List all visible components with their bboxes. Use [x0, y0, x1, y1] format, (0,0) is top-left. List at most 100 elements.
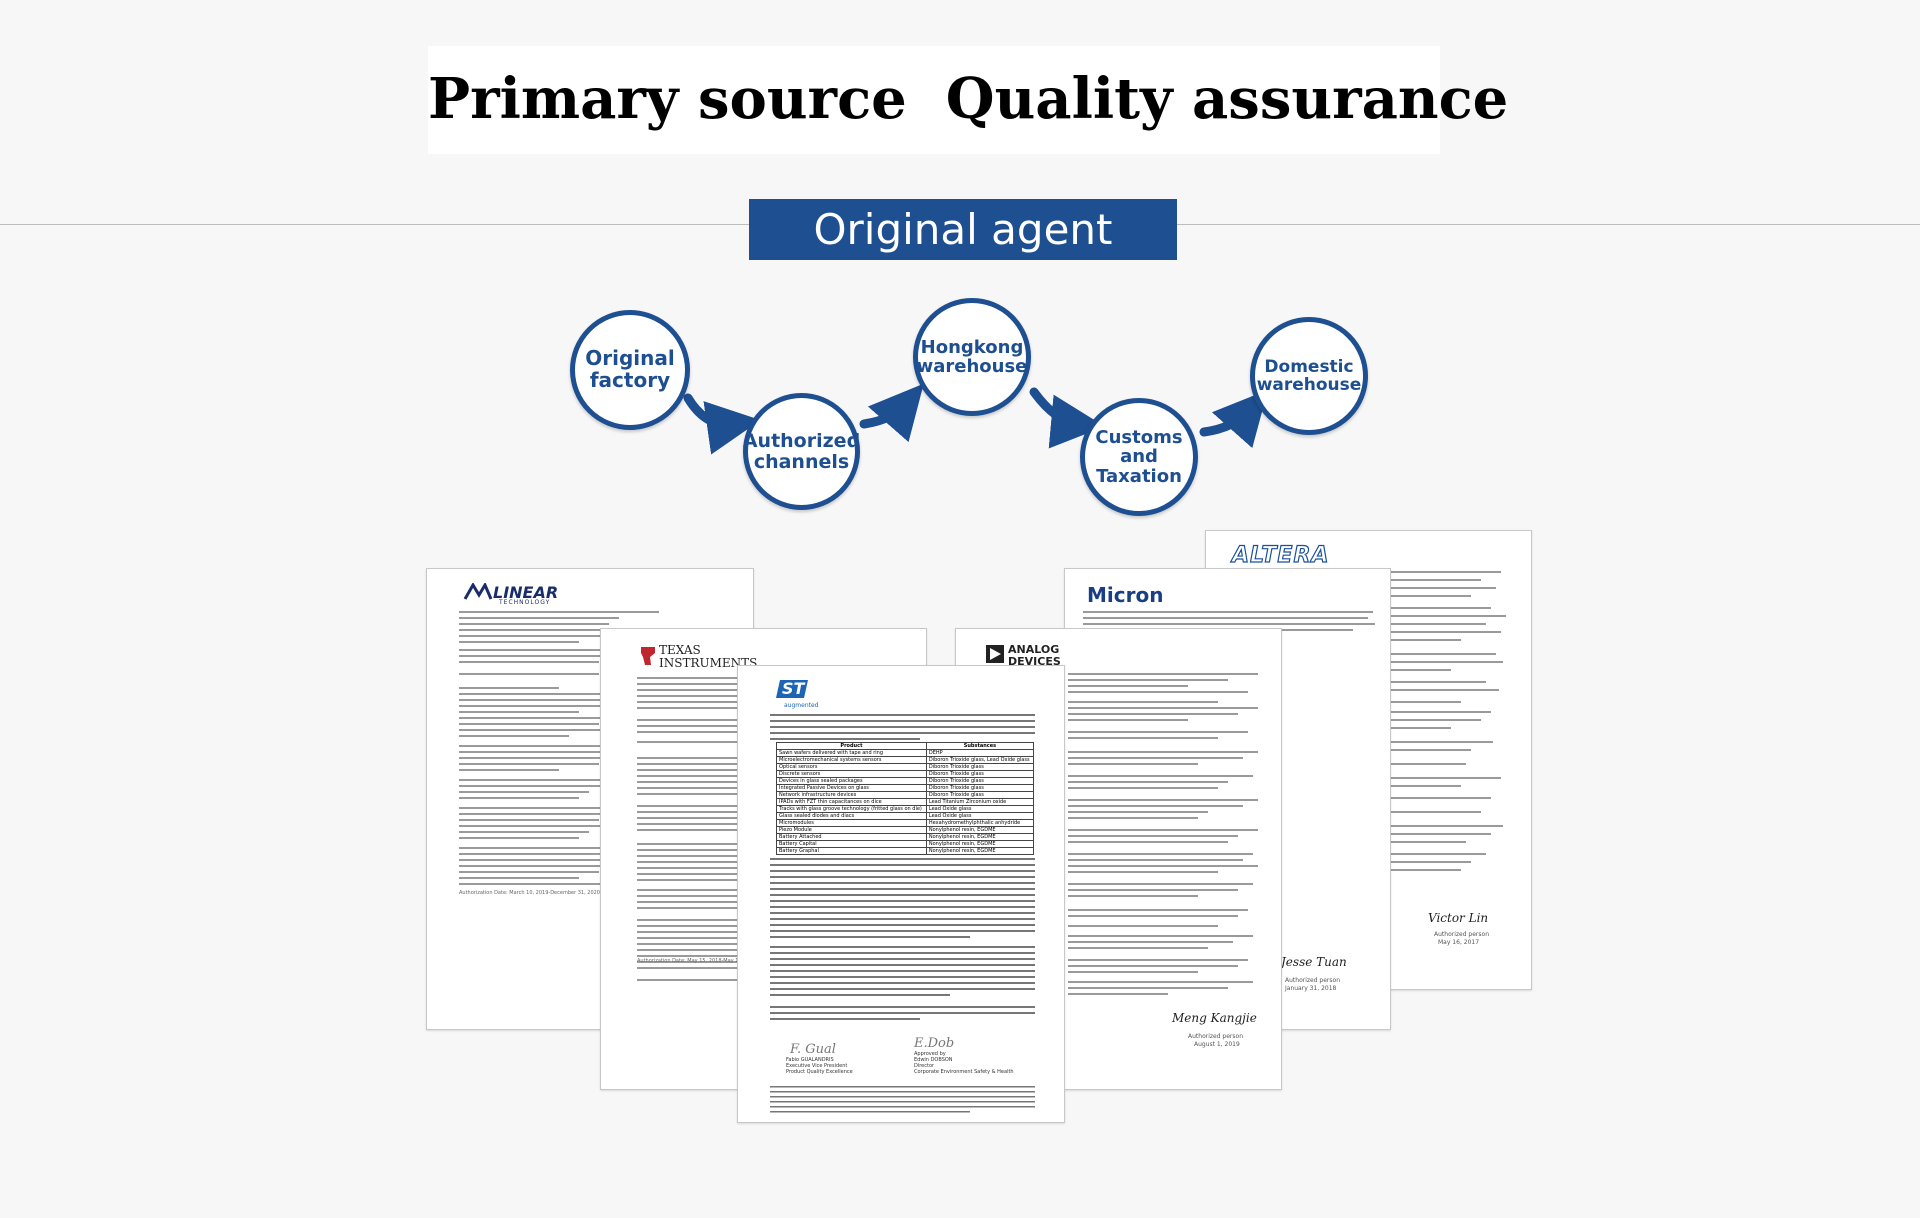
micron-authorized-person: Authorized person	[1285, 977, 1340, 984]
table-row: Tracks with glass groove technology (fri…	[776, 805, 1035, 813]
table-cell: Integrated Passive Devices on glass	[776, 784, 927, 792]
altera-authorized-person: Authorized person	[1434, 931, 1489, 938]
table-cell: Nonylphenol resin, EGDME	[925, 826, 1035, 834]
ti-logo-mark	[641, 647, 655, 665]
table-cell: Nonylphenol resin, EGDME	[925, 833, 1035, 841]
st-signer1-dept: Product Quality Excellence	[786, 1069, 853, 1075]
linear-logo-sub: TECHNOLOGY	[499, 599, 551, 606]
step-hongkong-warehouse: Hongkong warehouse	[913, 298, 1031, 416]
step-label: Authorized channels	[742, 429, 861, 473]
table-row: Sawn wafers delivered with tape and ring…	[776, 749, 1035, 757]
table-cell: Sawn wafers delivered with tape and ring	[776, 749, 927, 757]
adi-logo-line2: DEVICES	[1008, 655, 1061, 668]
arrow-3	[1029, 387, 1105, 449]
adi-signature: Meng Kangjie	[1172, 1011, 1257, 1025]
arrow-4	[1199, 389, 1268, 449]
step-label: Original factory	[585, 346, 675, 392]
table-cell: Battery Capital	[776, 840, 927, 848]
altera-auth-date: May 16, 2017	[1438, 939, 1480, 946]
table-cell: Devices in glass sealed packages	[776, 777, 927, 785]
ti-text-lines	[637, 677, 747, 981]
adi-logo-mark	[986, 645, 1004, 663]
adi-text-lines	[1068, 673, 1258, 995]
adi-auth-date: August 1, 2019	[1194, 1041, 1240, 1048]
table-cell: Diboron Trioxide glass	[925, 763, 1035, 771]
table-cell: Battery Graphal	[776, 847, 927, 855]
table-header: Substances	[925, 742, 1035, 750]
st-logo-mark	[776, 680, 808, 698]
header-band	[428, 46, 1440, 154]
st-signature-1: F. Gual	[790, 1042, 836, 1057]
micron-signature: Jesse Tuan	[1281, 955, 1347, 969]
table-cell: Diboron Trioxide glass	[925, 770, 1035, 778]
table-cell: Microelectromechanical systems sensors	[776, 756, 927, 764]
table-cell: Diboron Trioxide glass	[925, 791, 1035, 799]
step-original-factory: Original factory	[570, 310, 690, 430]
altera-signature: Victor Lin	[1428, 911, 1489, 925]
linear-logo: LINEAR	[493, 583, 559, 602]
step-customs-taxation: Customs and Taxation	[1080, 398, 1198, 516]
table-cell: Micromodules	[776, 819, 927, 827]
adi-authorized-person: Authorized person	[1188, 1033, 1243, 1040]
altera-logo: ALTERA	[1231, 542, 1330, 568]
table-cell: Piezo Module	[776, 826, 927, 834]
st-logo-sub: augmented	[784, 702, 819, 709]
table-cell: DEHP	[925, 749, 1035, 757]
table-cell: Hexahydromethylphthalic anhydride	[925, 819, 1035, 827]
st-signer2-name: Edwin DOBSON	[914, 1057, 953, 1063]
st-signer2-prefix: Approved by	[914, 1051, 946, 1057]
ti-logo-line1: TEXAS	[659, 643, 701, 657]
adi-logo-line1: ANALOG	[1008, 643, 1060, 656]
linear-logo-mark	[463, 583, 493, 600]
ti-logo-line2: INSTRUMENTS	[659, 656, 758, 670]
st-certificate: ST augmented Produc	[737, 665, 1065, 1123]
st-signature-2: E.Dob	[914, 1036, 955, 1051]
table-cell: Diboron Trioxide glass	[925, 784, 1035, 792]
table-cell: Glass sealed diodes and diacs	[776, 812, 927, 820]
st-logo: ST	[782, 679, 805, 698]
table-cell: Diboron Trioxide glass, Lead Oxide glass	[925, 756, 1035, 764]
table-cell: Lead Oxide glass	[925, 812, 1035, 820]
table-cell: Discrete sensors	[776, 770, 927, 778]
table-cell: Optical sensors	[776, 763, 927, 771]
step-label: Domestic warehouse	[1256, 356, 1362, 395]
table-cell: Lead Oxide glass	[925, 805, 1035, 813]
table-cell: Lead Titanium Zirconium oxide	[925, 798, 1035, 806]
table-cell: Battery Attached	[776, 833, 927, 841]
table-header: Product	[776, 742, 927, 750]
table-cell: Tracks with glass groove technology (fri…	[776, 805, 927, 813]
altera-text-lines	[1391, 571, 1506, 871]
st-signer1-name: Fabio GUALANDRIS	[786, 1057, 834, 1063]
linear-auth-date: Authorization Date: March 10, 2019-Decem…	[459, 890, 600, 896]
table-cell: Diboron Trioxide glass	[925, 777, 1035, 785]
st-table-body: Sawn wafers delivered with tape and ring…	[776, 749, 1035, 855]
arrow-1	[683, 393, 761, 455]
ti-auth-date: Authorization Date: May 15, 2018-May 14,…	[637, 958, 758, 964]
arrow-2	[859, 383, 924, 443]
step-domestic-warehouse: Domestic warehouse	[1250, 317, 1368, 435]
st-signer2-title: Director	[914, 1063, 935, 1069]
st-signer2-dept: Corporate Environment Safety & Health	[914, 1069, 1014, 1075]
micron-auth-date: January 31, 2018	[1285, 985, 1337, 992]
step-label: Customs and Taxation	[1095, 426, 1183, 487]
step-label: Hongkong warehouse	[916, 336, 1028, 377]
st-intro-lines	[770, 714, 1035, 1113]
table-cell: Network infrastructure devices	[776, 791, 927, 799]
original-agent-banner: Original agent	[749, 199, 1177, 260]
table-cell: IPADs with FZT thin capacitances on dice	[776, 798, 927, 806]
st-signer1-title: Executive Vice President	[786, 1063, 848, 1069]
flow-arrows	[683, 383, 1268, 455]
step-authorized-channels: Authorized channels	[743, 393, 860, 510]
